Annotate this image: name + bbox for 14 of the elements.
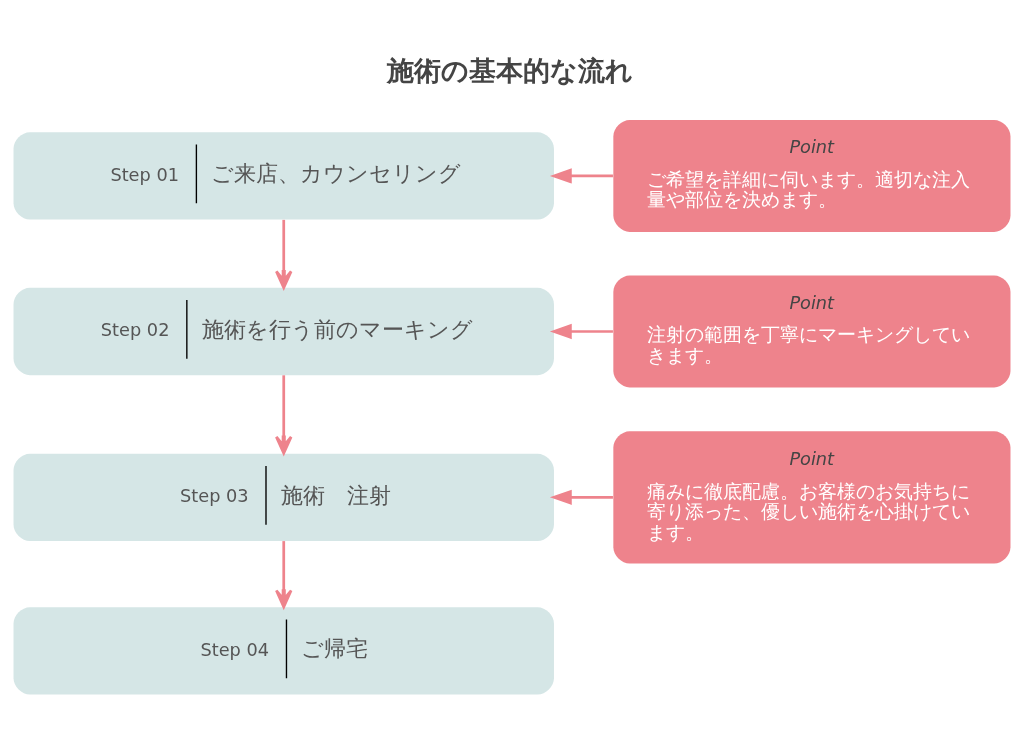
node-box: Step 01 ご来店、カウンセリング <box>13 131 554 220</box>
arrow <box>275 374 293 455</box>
arrow <box>549 489 613 505</box>
node-box: Point ご希望を詳細に伺います。適切な注入量や部位を決めます。 <box>613 119 1011 232</box>
arrow <box>275 219 293 289</box>
arrow <box>549 167 613 184</box>
node-box: Point 注射の範囲を丁寧にマーキングしていきます。 <box>613 275 1011 387</box>
node-box: Point 痛みに徹底配慮。お客様のお気持ちに寄り添った、優しい施術を心掛けています。 <box>613 430 1011 563</box>
diagram-title: 施術の基本的な流れ <box>387 54 634 86</box>
node-box: Step 03 施術 注射 <box>13 453 554 541</box>
arrow <box>275 540 293 608</box>
node-box: Step 04 ご帰宅 <box>13 606 554 695</box>
node-box: Step 02 施術を行う前のマーキング <box>13 287 554 375</box>
arrow <box>549 323 613 339</box>
